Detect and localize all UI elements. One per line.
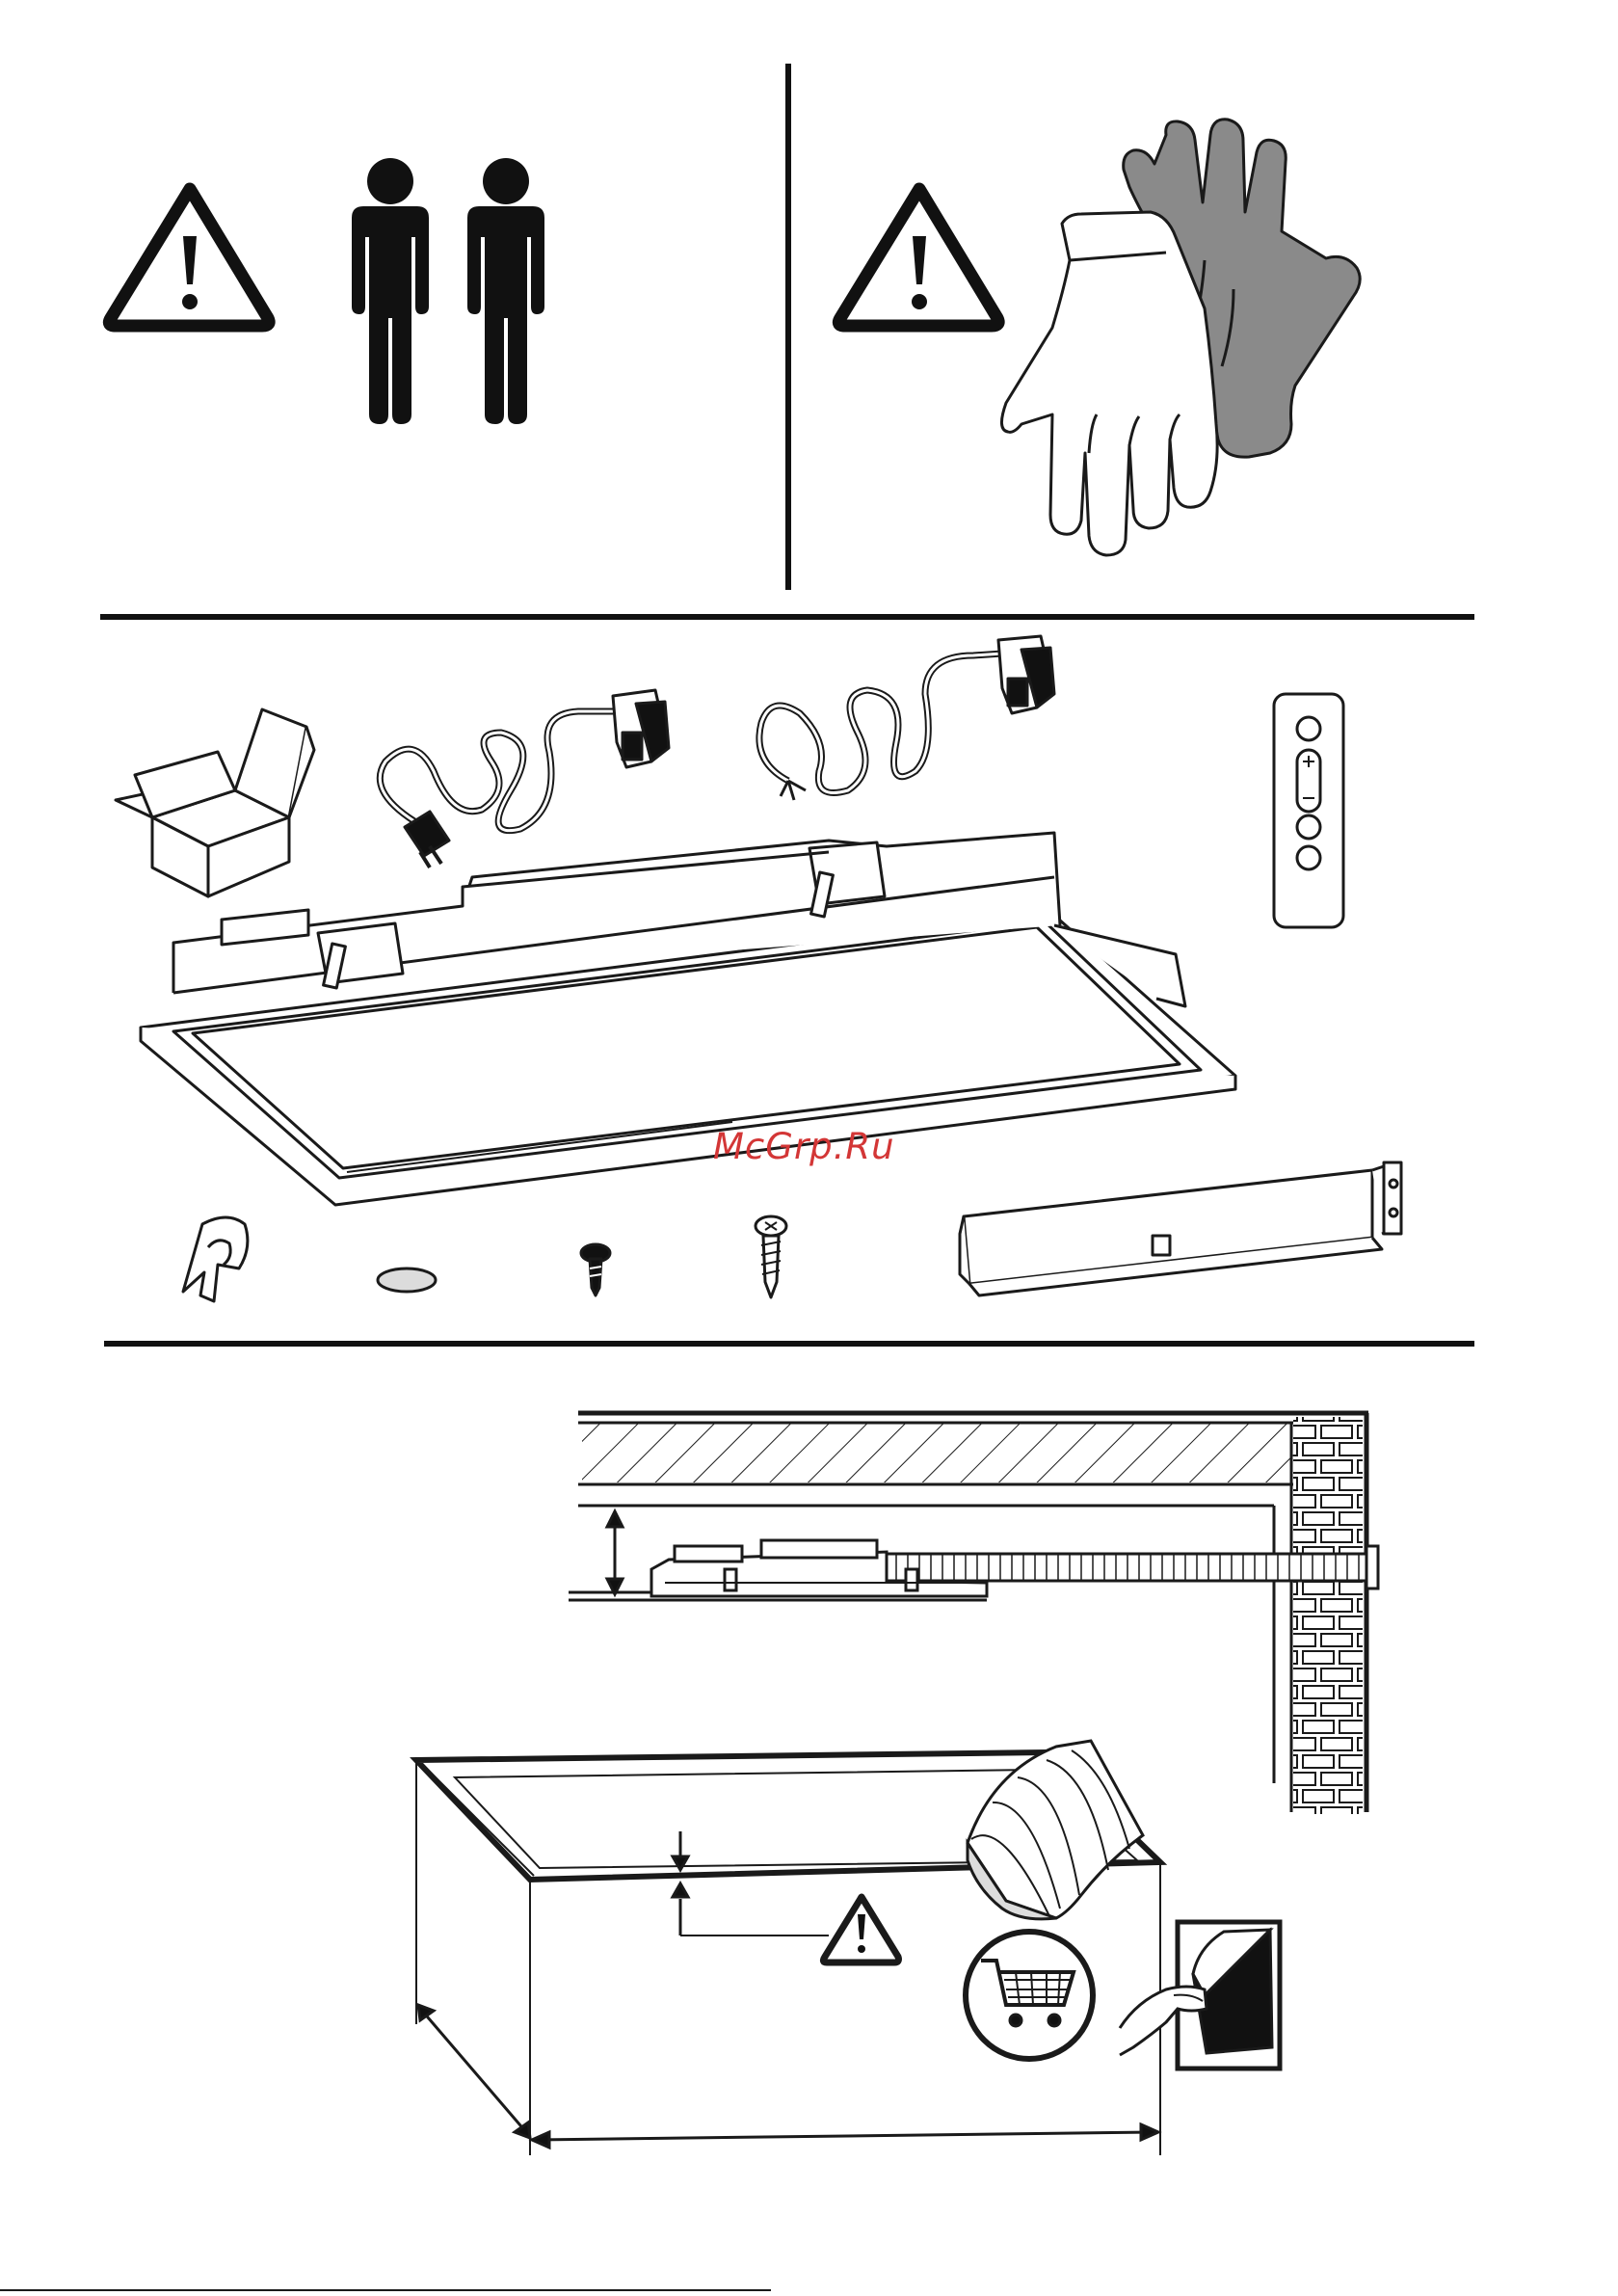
sticker-peel-icon bbox=[1120, 1922, 1280, 2069]
two-persons-icon bbox=[352, 158, 544, 424]
installation-section bbox=[416, 1413, 1378, 2155]
long-screw-icon bbox=[756, 1216, 786, 1297]
short-screw-icon bbox=[581, 1244, 610, 1295]
warning-triangle-icon bbox=[109, 189, 269, 326]
warning-triangle-icon bbox=[823, 1897, 898, 1962]
cable-clamp-icon bbox=[183, 1217, 248, 1301]
contents-section bbox=[116, 636, 1401, 1301]
hood-unit bbox=[141, 833, 1235, 1205]
shopping-cart-icon bbox=[966, 1932, 1093, 2059]
bracket-channel bbox=[960, 1162, 1401, 1295]
watermark: McGrp.Ru bbox=[713, 1126, 895, 1167]
ceiling-cross-section bbox=[569, 1413, 1368, 1783]
power-cord-bare-wires-icon bbox=[759, 636, 1054, 800]
dimension-arrow bbox=[607, 1511, 623, 1594]
box-icon bbox=[116, 709, 314, 896]
power-cord-plug-icon bbox=[380, 690, 669, 868]
protective-gloves-icon bbox=[1001, 120, 1360, 555]
cover-cap-icon bbox=[378, 1268, 436, 1292]
warning-triangle-icon bbox=[838, 189, 998, 326]
brick-wall bbox=[1291, 1413, 1366, 1814]
remote-fan-button bbox=[1297, 717, 1320, 740]
safety-section bbox=[109, 64, 1360, 590]
remote-timer-button bbox=[1297, 846, 1320, 869]
remote-light-button bbox=[1297, 815, 1320, 839]
remote-control-icon bbox=[1274, 694, 1343, 927]
